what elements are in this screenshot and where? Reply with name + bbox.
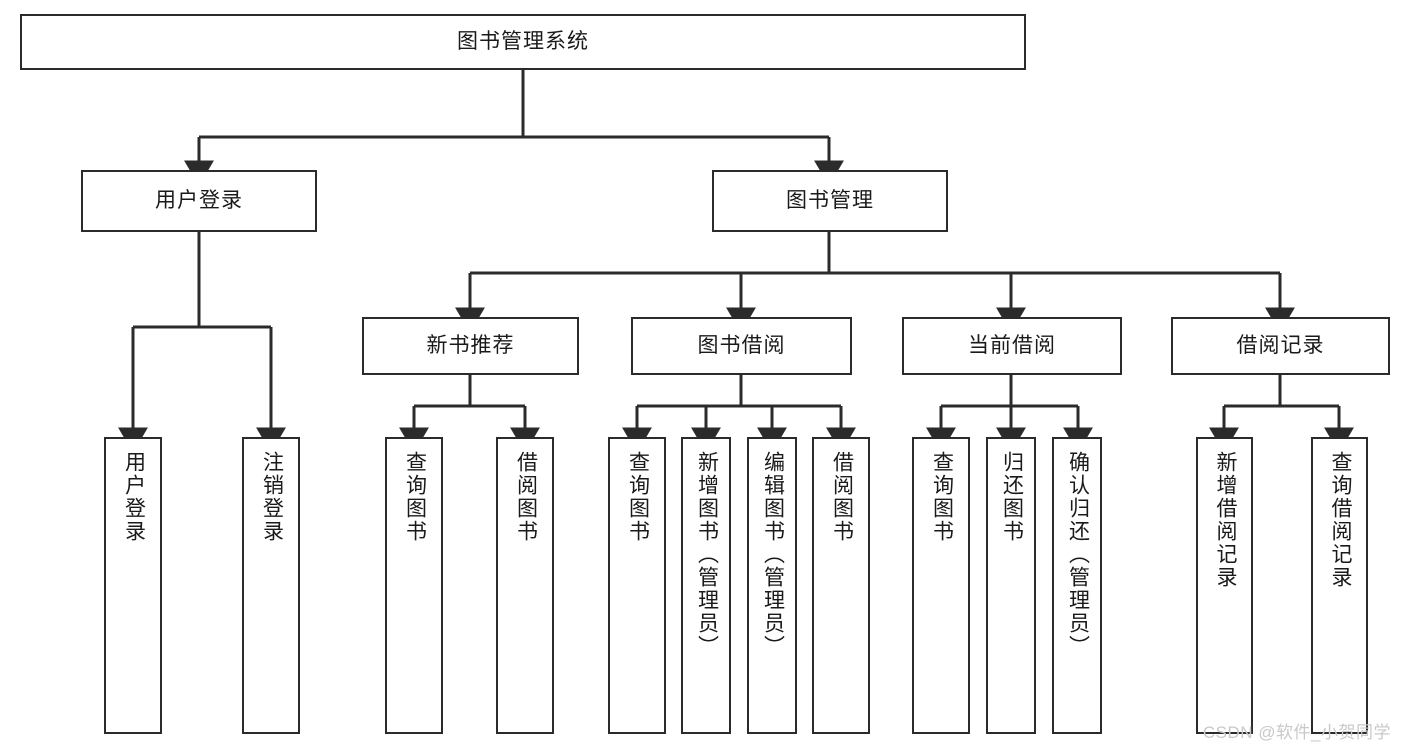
node-leaf-borrow-book-1-label: 借阅图书 bbox=[514, 451, 538, 543]
node-borrow-record[interactable]: 借阅记录 bbox=[1171, 317, 1390, 375]
node-leaf-user-login-label: 用户登录 bbox=[122, 451, 146, 543]
node-leaf-query-book-3-label: 查询图书 bbox=[930, 451, 954, 543]
node-leaf-borrow-book-2-label: 借阅图书 bbox=[830, 451, 854, 543]
node-leaf-query-book-3[interactable]: 查询图书 bbox=[912, 437, 970, 734]
node-leaf-add-book[interactable]: 新增图书（管理员） bbox=[681, 437, 731, 734]
node-book-manage[interactable]: 图书管理 bbox=[712, 170, 948, 232]
node-leaf-query-book-1-label: 查询图书 bbox=[403, 451, 427, 543]
node-book-borrow-label: 图书借阅 bbox=[697, 334, 786, 358]
node-leaf-add-record[interactable]: 新增借阅记录 bbox=[1196, 437, 1253, 734]
node-leaf-edit-book[interactable]: 编辑图书（管理员） bbox=[747, 437, 797, 734]
node-leaf-user-logout[interactable]: 注销登录 bbox=[242, 437, 300, 734]
node-leaf-user-login[interactable]: 用户登录 bbox=[104, 437, 162, 734]
node-leaf-confirm-return-label: 确认归还（管理员） bbox=[1066, 451, 1090, 658]
node-leaf-query-book-2-label: 查询图书 bbox=[626, 451, 650, 543]
node-leaf-query-record-label: 查询借阅记录 bbox=[1328, 451, 1352, 589]
node-leaf-return-book[interactable]: 归还图书 bbox=[986, 437, 1036, 734]
node-leaf-borrow-book-1[interactable]: 借阅图书 bbox=[496, 437, 554, 734]
node-book-manage-label: 图书管理 bbox=[786, 189, 874, 213]
node-leaf-return-book-label: 归还图书 bbox=[1000, 451, 1024, 543]
node-leaf-query-book-1[interactable]: 查询图书 bbox=[385, 437, 443, 734]
node-user-login[interactable]: 用户登录 bbox=[81, 170, 317, 232]
node-new-book-rec[interactable]: 新书推荐 bbox=[362, 317, 579, 375]
node-root-label: 图书管理系统 bbox=[457, 30, 589, 54]
node-leaf-add-record-label: 新增借阅记录 bbox=[1213, 451, 1237, 589]
node-current-borrow-label: 当前借阅 bbox=[968, 334, 1056, 358]
node-book-borrow[interactable]: 图书借阅 bbox=[631, 317, 852, 375]
node-leaf-user-logout-label: 注销登录 bbox=[260, 451, 284, 543]
node-current-borrow[interactable]: 当前借阅 bbox=[902, 317, 1122, 375]
node-new-book-rec-label: 新书推荐 bbox=[426, 334, 515, 358]
node-root[interactable]: 图书管理系统 bbox=[20, 14, 1026, 70]
node-user-login-label: 用户登录 bbox=[155, 189, 243, 213]
node-leaf-confirm-return[interactable]: 确认归还（管理员） bbox=[1052, 437, 1102, 734]
node-leaf-edit-book-label: 编辑图书（管理员） bbox=[761, 451, 785, 658]
node-borrow-record-label: 借阅记录 bbox=[1236, 334, 1325, 358]
csdn-watermark: CSDN @软件_小贺同学 bbox=[1202, 723, 1391, 742]
node-leaf-query-book-2[interactable]: 查询图书 bbox=[608, 437, 666, 734]
node-leaf-query-record[interactable]: 查询借阅记录 bbox=[1311, 437, 1368, 734]
node-leaf-add-book-label: 新增图书（管理员） bbox=[695, 451, 719, 658]
node-leaf-borrow-book-2[interactable]: 借阅图书 bbox=[812, 437, 870, 734]
